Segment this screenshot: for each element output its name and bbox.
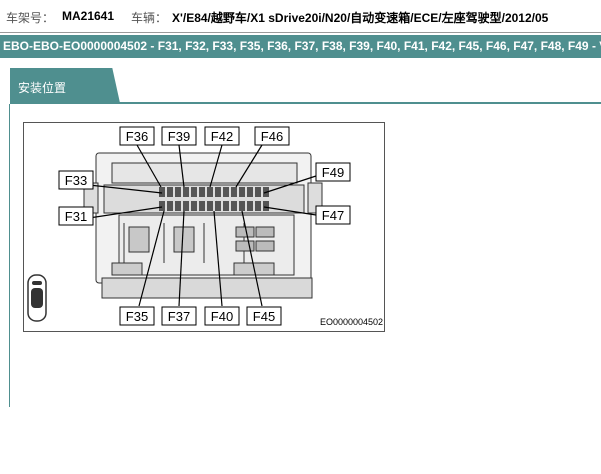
tab-underline <box>10 102 601 104</box>
document-title: EBO-EBO-EO0000004502 - F31, F32, F33, F3… <box>3 39 601 53</box>
fuse-label-f42: F42 <box>211 129 233 144</box>
fuse-label-f37: F37 <box>168 309 190 324</box>
fuse-label-f46: F46 <box>261 129 283 144</box>
fuse-label-f33: F33 <box>65 173 87 188</box>
vehicle-info-bar: 车架号： MA21641 车辆： X'/E84/越野车/X1 sDrive20i… <box>0 0 601 33</box>
fuse-label-f49: F49 <box>322 165 344 180</box>
document-title-bar: EBO-EBO-EO0000004502 - F31, F32, F33, F3… <box>0 35 601 58</box>
fuse-label-f47: F47 <box>322 208 344 223</box>
fuse-label-f31: F31 <box>65 209 87 224</box>
model-label: 车辆： <box>131 11 168 25</box>
fuse-label-f35: F35 <box>126 309 148 324</box>
tab-installation-location[interactable]: 安装位置 <box>10 68 120 103</box>
tab-label: 安装位置 <box>18 81 67 95</box>
car-orientation-icon <box>27 274 47 322</box>
fuse-label-f45: F45 <box>253 309 275 324</box>
image-code: EO0000004502 <box>320 317 383 327</box>
model-value: X'/E84/越野车/X1 sDrive20i/N20/自动变速箱/ECE/左座… <box>172 11 549 25</box>
info-divider <box>0 32 601 33</box>
chassis-label: 车架号： <box>6 11 55 25</box>
fuse-label-f40: F40 <box>211 309 233 324</box>
fuse-label-f36: F36 <box>126 129 148 144</box>
fuse-box-diagram: F36 F39 F42 F46 F33 F49 F31 F47 F35 F37 … <box>23 122 385 332</box>
chassis-value: MA21641 <box>62 9 115 23</box>
content-left-border <box>9 104 10 407</box>
fuse-label-f39: F39 <box>168 129 190 144</box>
fuse-box-drawing: F36 F39 F42 F46 F33 F49 F31 F47 F35 F37 … <box>27 126 383 327</box>
